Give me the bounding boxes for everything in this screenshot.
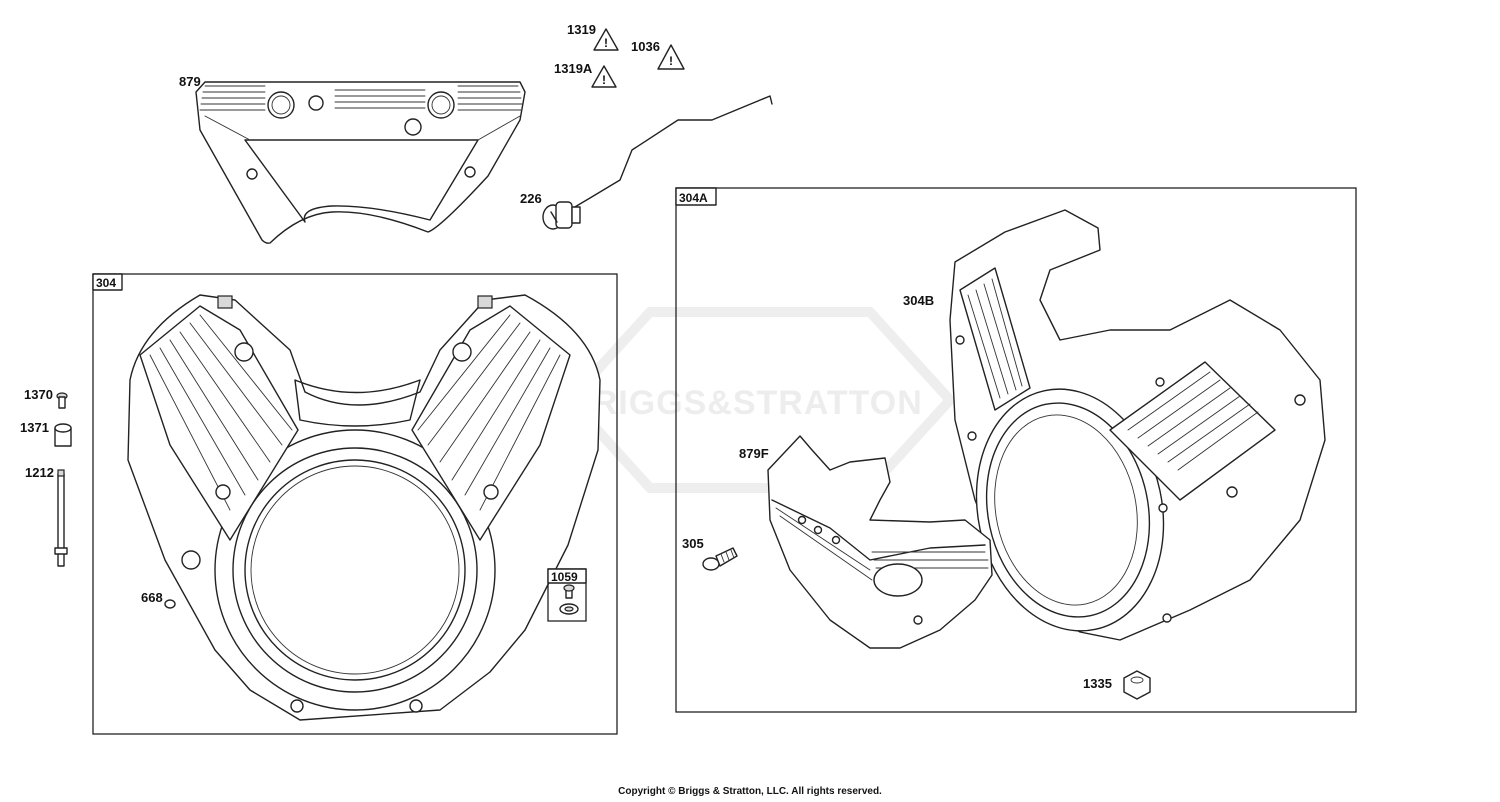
box-1059-label: 1059 xyxy=(551,570,578,584)
part-1212-stud[interactable] xyxy=(54,469,68,567)
callout-668: 668 xyxy=(141,590,163,605)
callout-1319A: 1319A xyxy=(554,61,593,76)
part-226-choke-control[interactable] xyxy=(542,95,773,230)
warning-label-1319[interactable]: ! xyxy=(593,28,619,51)
warning-icon: ! xyxy=(602,73,606,87)
part-1335-nut[interactable] xyxy=(1123,670,1151,700)
part-304B-blower-housing[interactable] xyxy=(949,209,1326,648)
part-879-cover[interactable] xyxy=(195,81,526,244)
box-304-label: 304 xyxy=(96,276,116,290)
part-668-plug[interactable] xyxy=(164,599,176,609)
box-304-tag xyxy=(92,273,123,291)
callout-879: 879 xyxy=(179,74,201,89)
part-1059-screw[interactable] xyxy=(559,584,579,615)
part-305-screw[interactable] xyxy=(702,547,738,571)
warning-icon: ! xyxy=(604,36,608,50)
box-304A-frame xyxy=(675,187,1357,713)
callout-1036: 1036 xyxy=(631,39,660,54)
callout-226: 226 xyxy=(520,191,542,206)
callout-879F: 879F xyxy=(739,446,769,461)
box-304A-label: 304A xyxy=(679,191,708,205)
part-304-blower-housing[interactable] xyxy=(127,294,601,721)
copyright-footer: Copyright © Briggs & Stratton, LLC. All … xyxy=(618,786,882,797)
callout-1371: 1371 xyxy=(20,420,49,435)
callout-1335: 1335 xyxy=(1083,676,1112,691)
warning-label-1036[interactable]: ! xyxy=(657,44,685,70)
box-1059-tag xyxy=(547,568,587,584)
warning-label-1319A[interactable]: ! xyxy=(591,65,617,88)
part-1371-nut[interactable] xyxy=(54,423,72,447)
box-304A-tag xyxy=(675,187,717,206)
callout-1212: 1212 xyxy=(25,465,54,480)
callout-1319: 1319 xyxy=(567,22,596,37)
callout-1370: 1370 xyxy=(24,387,53,402)
watermark: BRIGGS&STRATTON xyxy=(563,307,957,493)
callout-305: 305 xyxy=(682,536,704,551)
warning-icon: ! xyxy=(669,54,673,68)
part-879F-side-cover[interactable] xyxy=(767,435,993,649)
callout-304B: 304B xyxy=(903,293,934,308)
part-1370-screw[interactable] xyxy=(56,392,68,409)
box-304-frame xyxy=(92,273,618,735)
watermark-text: BRIGGS&STRATTON xyxy=(567,384,923,422)
